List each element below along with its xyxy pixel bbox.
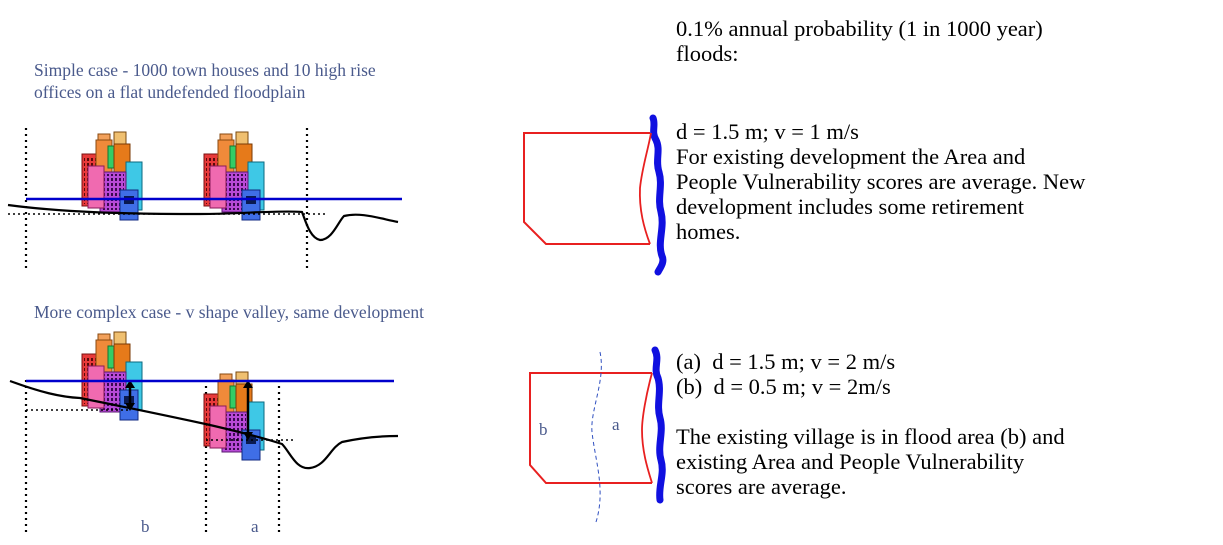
flood-heading-line1: 0.1% annual probability (1 in 1000 year)	[676, 16, 1043, 41]
depth-arrow	[125, 380, 135, 411]
flood-heading: 0.1% annual probability (1 in 1000 year)…	[676, 16, 1043, 66]
simple-case-caption: Simple case - 1000 town houses and 10 hi…	[34, 59, 376, 103]
plan-zone-label-a: a	[612, 415, 620, 434]
zone-label-b: b	[141, 517, 150, 536]
case1-text: d = 1.5 m; v = 1 m/s For existing develo…	[676, 119, 1085, 244]
ground-profile	[9, 379, 399, 470]
case2-desc-line3: scores are average.	[676, 474, 847, 499]
simple-case-caption-line1: Simple case - 1000 town houses and 10 hi…	[34, 60, 376, 80]
complex-case-diagram	[9, 331, 399, 536]
flood-edge	[638, 132, 652, 245]
case1-desc-line4: homes.	[676, 219, 741, 244]
case1-desc-line1: For existing development the Area and	[676, 144, 1026, 169]
case1-values: d = 1.5 m; v = 1 m/s	[676, 119, 859, 144]
case2-desc-line2: existing Area and People Vulnerability	[676, 449, 1025, 474]
simple-case-caption-line2: offices on a flat undefended floodplain	[34, 82, 306, 102]
flood-area-outline	[529, 372, 652, 484]
case2-desc-line1: The existing village is in flood area (b…	[676, 424, 1065, 449]
plan-zone-label-b: b	[539, 420, 548, 439]
spacer	[676, 399, 1065, 424]
case2-b-values: (b) d = 0.5 m; v = 2m/s	[676, 374, 891, 399]
ground-profile	[7, 203, 399, 242]
case1-desc-line3: development includes some retirement	[676, 194, 1025, 219]
flood-edge	[641, 372, 653, 484]
simple-case-diagram	[7, 128, 402, 272]
complex-case-caption: More complex case - v shape valley, same…	[34, 302, 425, 322]
flood-area-plan-top	[523, 114, 667, 276]
buildings-icon	[81, 131, 143, 221]
zone-label-a: a	[251, 517, 259, 536]
case1-desc-line2: People Vulnerability scores are average.…	[676, 169, 1086, 194]
flood-area-outline	[523, 132, 650, 245]
zone-divider-dashed	[591, 351, 602, 523]
case2-text: (a) d = 1.5 m; v = 2 m/s (b) d = 0.5 m; …	[676, 349, 1065, 499]
buildings-icon	[203, 131, 265, 221]
flood-area-plan-bottom	[529, 346, 666, 523]
case2-a-values: (a) d = 1.5 m; v = 2 m/s	[676, 349, 896, 374]
flood-heading-line2: floods:	[676, 41, 739, 66]
buildings-icon	[81, 331, 143, 421]
river-bank	[649, 114, 667, 276]
river-bank	[651, 346, 666, 504]
buildings-icon	[203, 371, 265, 461]
